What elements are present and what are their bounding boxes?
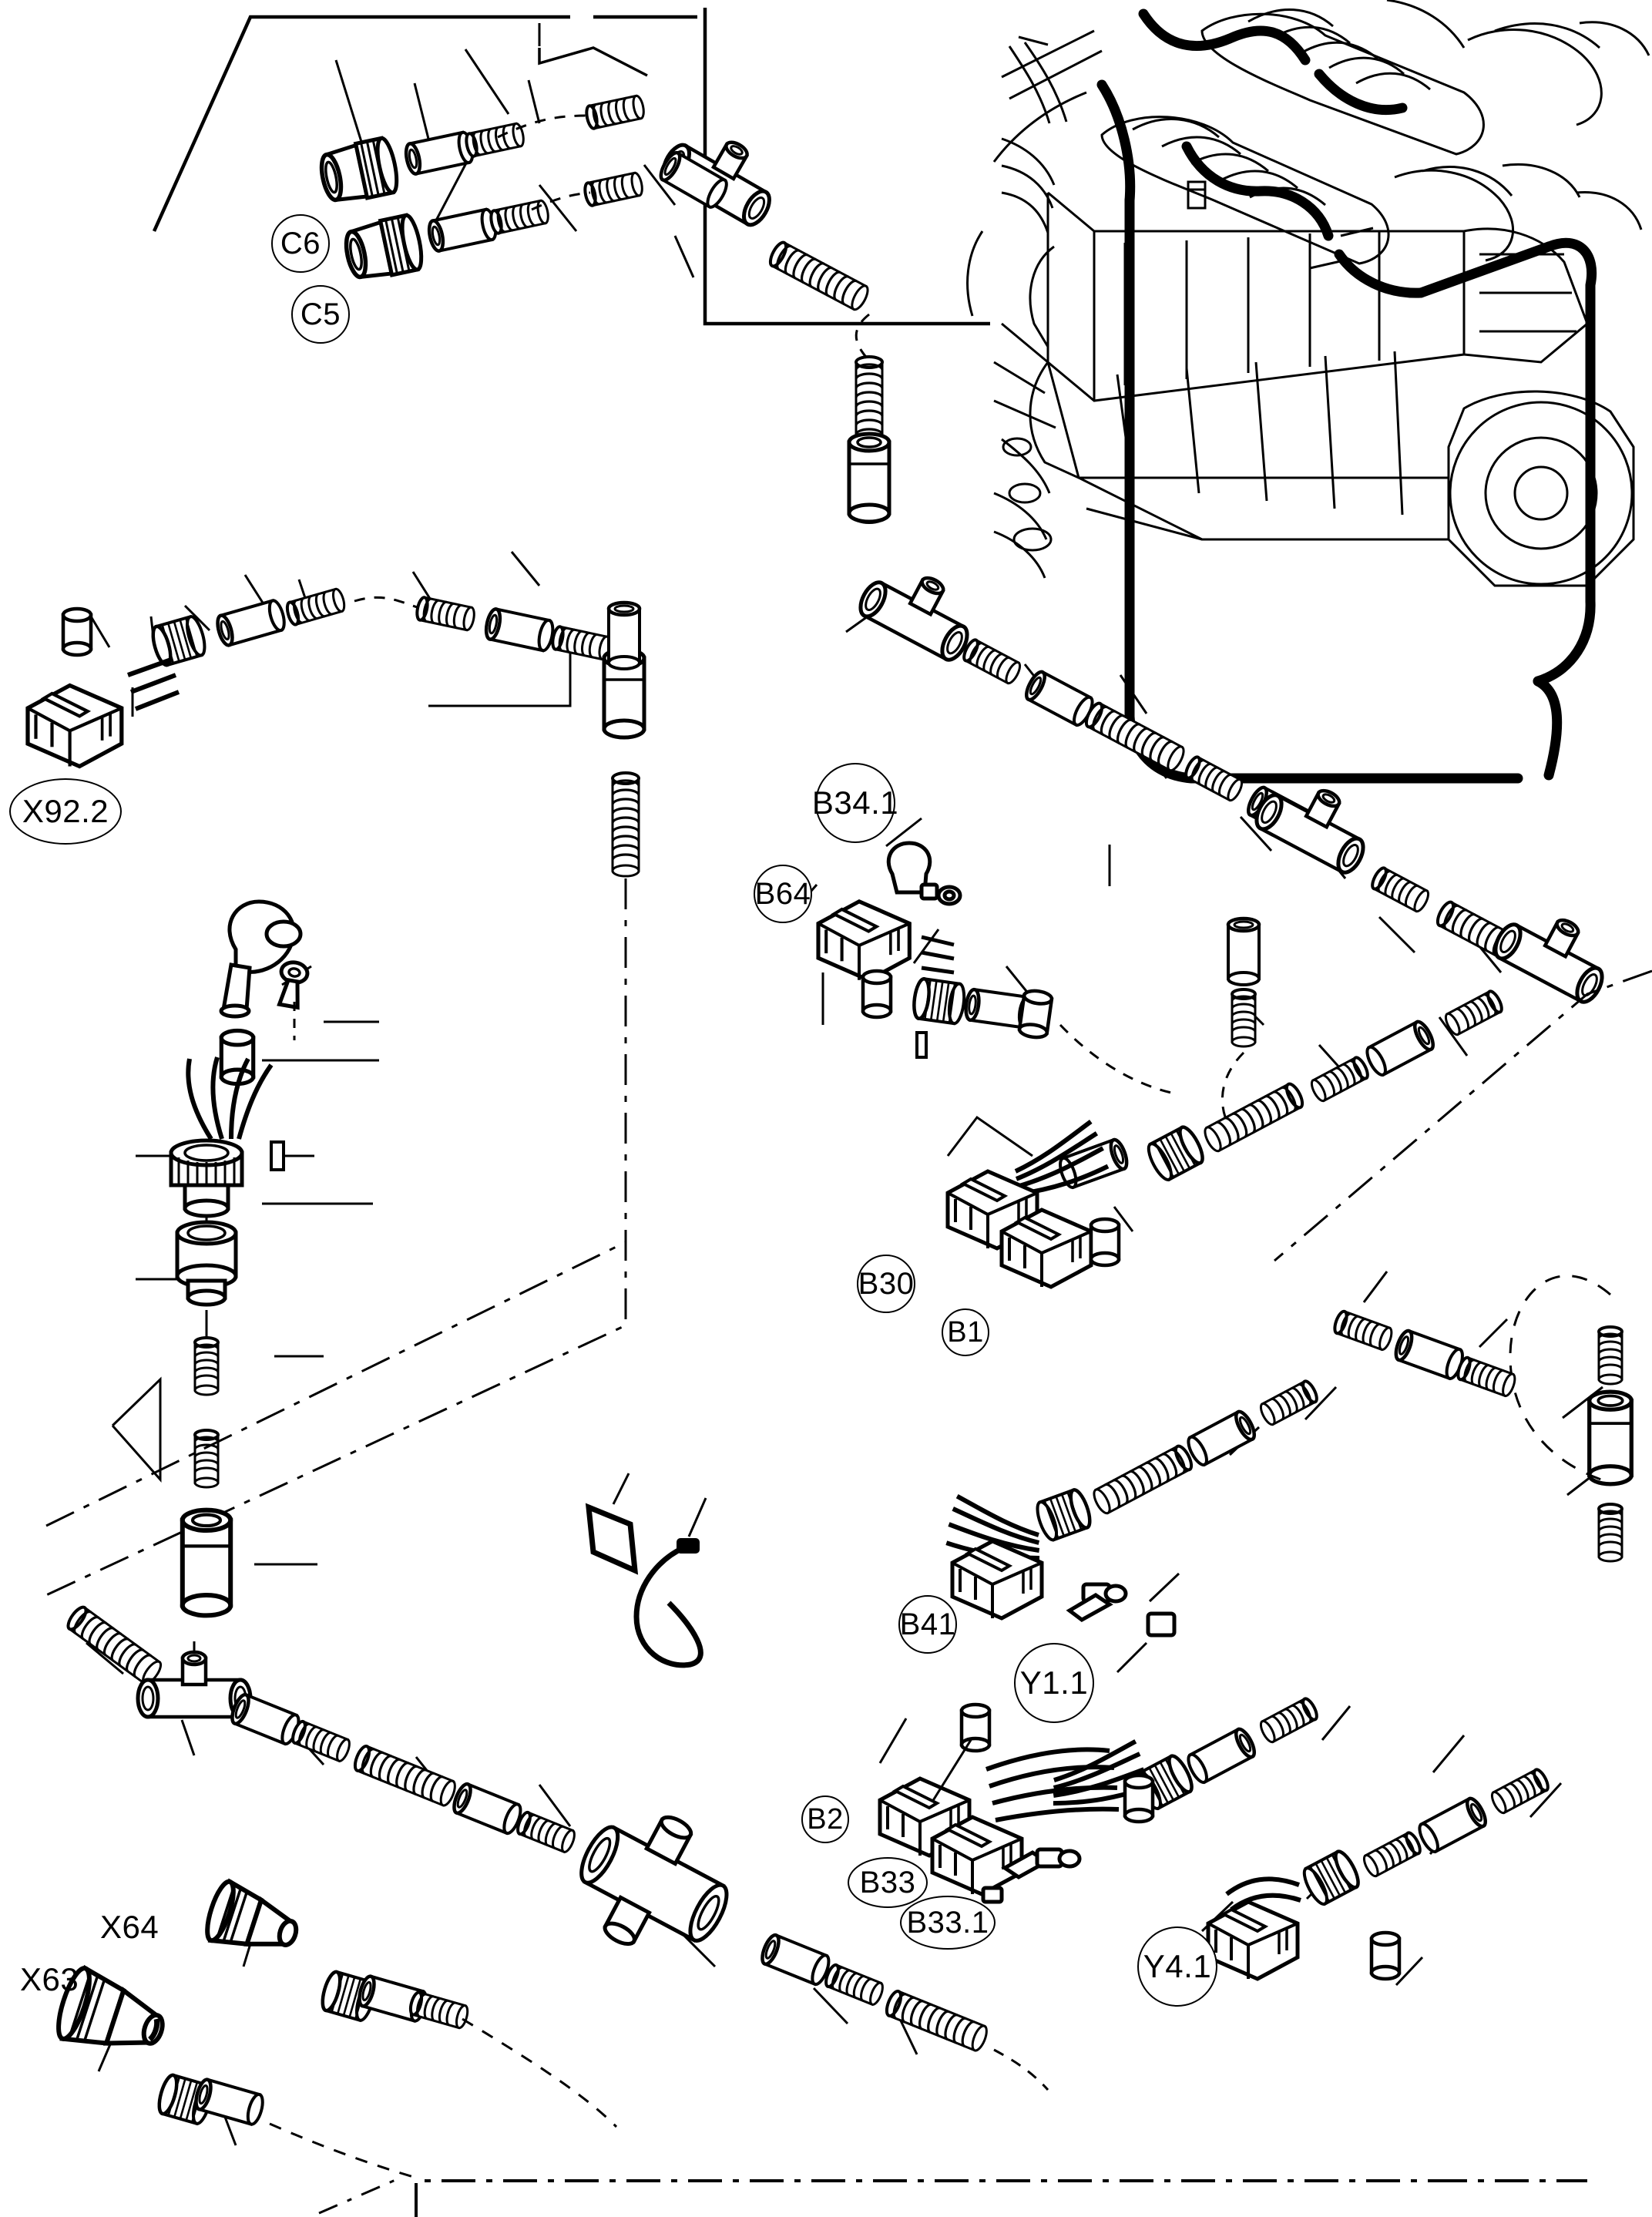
callout-b64-label: B64 (754, 877, 811, 911)
callout-x63-label: X63 (20, 1961, 79, 1997)
callout-b33-label: B33 (859, 1866, 916, 1900)
harness-main-trunk (845, 554, 1652, 1287)
callout-b30[interactable]: B30 (857, 1255, 915, 1313)
callout-c6-label: C6 (280, 227, 321, 260)
exploded-stack-left (45, 899, 626, 1615)
callout-b34-1[interactable]: B34.1 (811, 763, 899, 843)
callout-b33-1-label: B33.1 (906, 1906, 989, 1940)
cable-tie-and-clamp-detail (585, 1473, 707, 1668)
callout-b34-1-label: B34.1 (811, 784, 899, 821)
exploded-stack-right (1331, 1271, 1631, 1563)
callout-b2-label: B2 (807, 1803, 844, 1836)
harness-branch-b41-y11 (880, 1379, 1466, 1904)
callout-b2[interactable]: B2 (801, 1795, 849, 1843)
callout-c6[interactable]: C6 (271, 214, 330, 273)
harness-branch-c5-c6 (317, 23, 889, 522)
harness-branch-b34-b64 (794, 817, 1172, 1094)
callout-y4-1-label: Y4.1 (1143, 1948, 1212, 1984)
callout-x92-2[interactable]: X92.2 (9, 778, 122, 845)
diagram-frame (152, 8, 990, 326)
callout-b33-1[interactable]: B33.1 (900, 1896, 996, 1950)
callout-b64[interactable]: B64 (754, 865, 812, 923)
callout-c5[interactable]: C5 (291, 285, 350, 344)
harness-branch-bottom-left (65, 1604, 1433, 2217)
callout-x64[interactable]: X64 (100, 1911, 159, 1943)
callout-x92-2-label: X92.2 (22, 793, 109, 829)
harness-branch-y41 (1200, 1768, 1587, 2182)
callout-c5-label: C5 (300, 297, 341, 331)
callout-y1-1[interactable]: Y1.1 (1014, 1643, 1094, 1723)
callout-b41-label: B41 (899, 1607, 956, 1641)
callout-x63[interactable]: X63 (20, 1963, 79, 1996)
harness-branch-x92 (28, 551, 644, 1597)
callout-y1-1-label: Y1.1 (1019, 1664, 1089, 1701)
callout-b1-label: B1 (947, 1316, 984, 1349)
callout-y4-1[interactable]: Y4.1 (1137, 1926, 1217, 2007)
callout-b33[interactable]: B33 (848, 1857, 928, 1908)
callout-b1[interactable]: B1 (942, 1308, 989, 1356)
callout-b30-label: B30 (858, 1267, 915, 1301)
connector-set-x63-x64 (56, 1878, 618, 2179)
callout-b41[interactable]: B41 (898, 1595, 957, 1654)
callout-x64-label: X64 (100, 1909, 159, 1945)
engine-inset-illustration (966, 0, 1650, 784)
